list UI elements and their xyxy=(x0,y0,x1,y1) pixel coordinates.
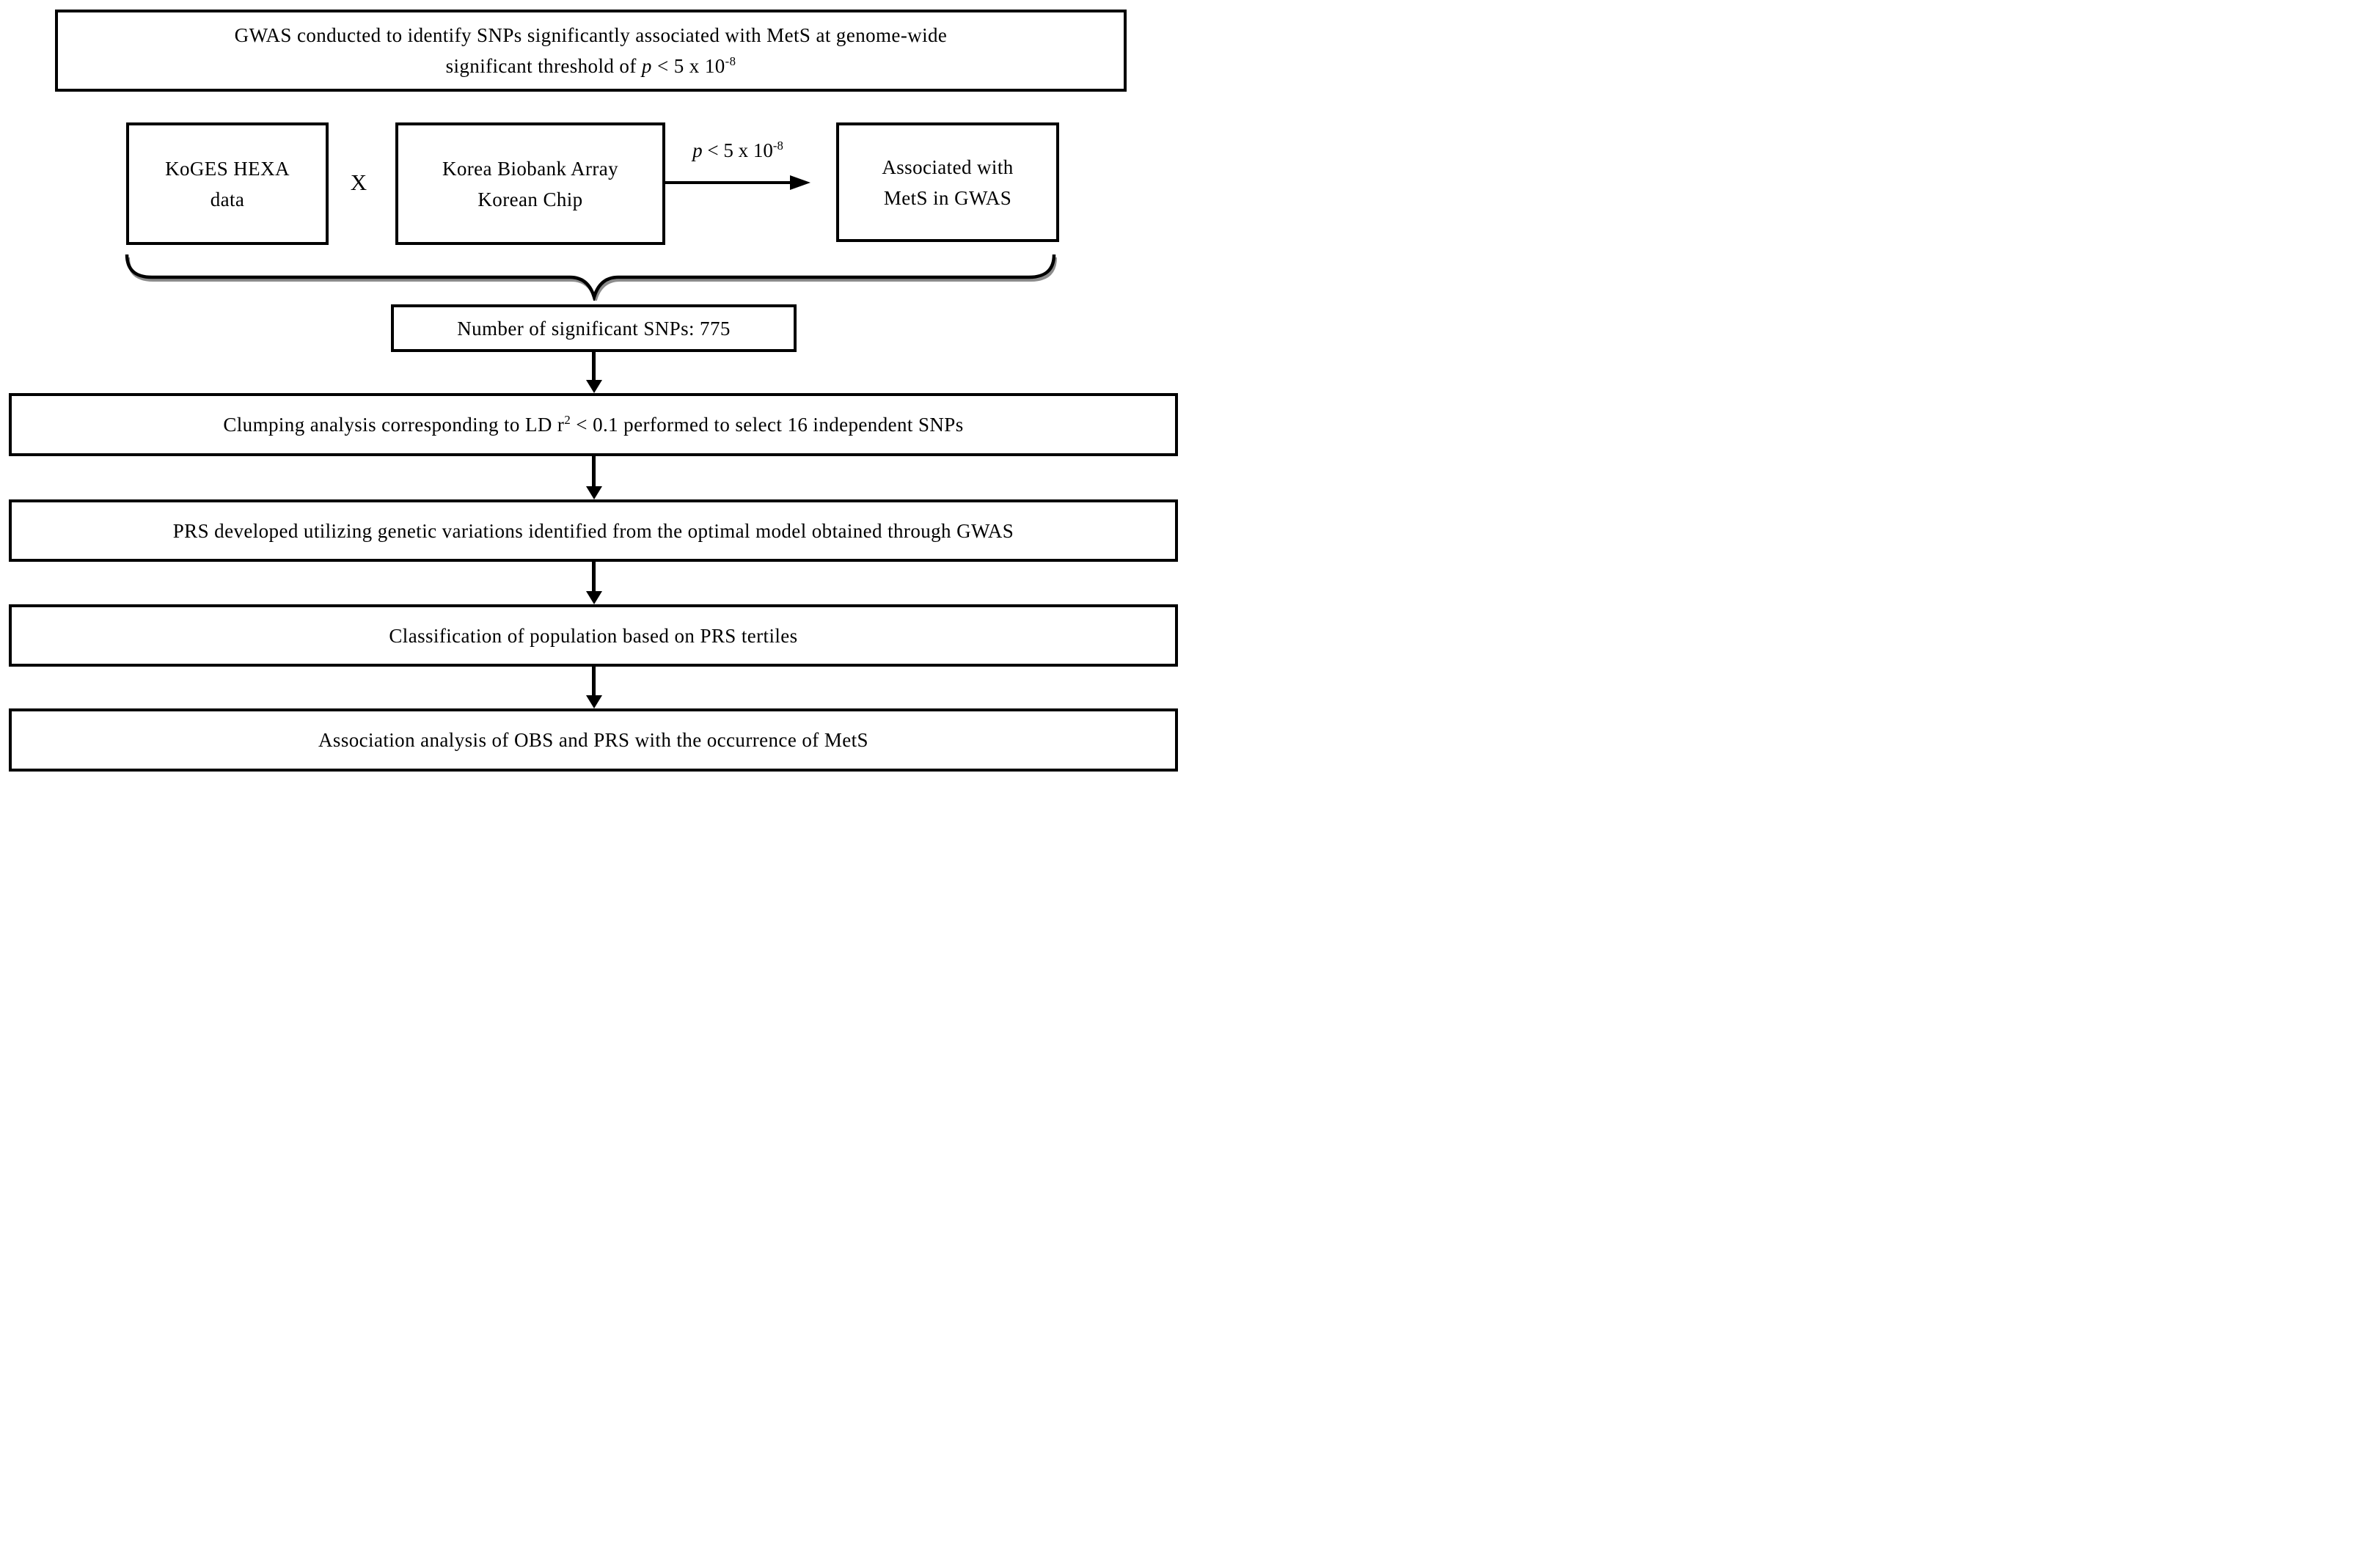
koges-hexa-box: KoGES HEXA data xyxy=(126,122,329,245)
korea-biobank-array-box: Korea Biobank Array Korean Chip xyxy=(395,122,665,245)
result-line1: Associated with xyxy=(882,155,1014,178)
prs-development-box: PRS developed utilizing genetic variatio… xyxy=(9,499,1178,562)
down-arrow-2-line xyxy=(592,456,596,486)
gwas-threshold-box: GWAS conducted to identify SNPs signific… xyxy=(55,10,1127,92)
cross-operator: X xyxy=(350,169,367,195)
brace-stroke xyxy=(125,254,1056,301)
associated-mets-box: Associated with MetS in GWAS xyxy=(836,122,1059,242)
down-arrow-1-head-icon xyxy=(586,380,602,393)
brace-shadow xyxy=(127,257,1057,301)
significant-snps-text: Number of significant SNPs: 775 xyxy=(457,317,731,340)
r-squared-exponent: 2 xyxy=(564,413,571,427)
down-arrow-2-head-icon xyxy=(586,486,602,499)
result-line2: MetS in GWAS xyxy=(883,186,1012,209)
prs-tertiles-text: Classification of population based on PR… xyxy=(389,624,798,647)
prs-development-text: PRS developed utilizing genetic variatio… xyxy=(172,519,1014,542)
pvalue-arrow-label: p < 5 x 10-8 xyxy=(692,139,783,161)
koges-line1: KoGES HEXA xyxy=(165,157,290,180)
gwas-threshold-line1: GWAS conducted to identify SNPs signific… xyxy=(234,24,948,46)
clumping-analysis-box: Clumping analysis corresponding to LD r2… xyxy=(9,393,1178,456)
brace xyxy=(125,254,1057,301)
right-arrow-line xyxy=(665,181,790,184)
down-arrow-3-line xyxy=(592,562,596,591)
down-arrow-3-head-icon xyxy=(586,591,602,604)
association-analysis-text: Association analysis of OBS and PRS with… xyxy=(318,729,868,751)
down-arrow-1-line xyxy=(592,352,596,380)
significant-snps-box: Number of significant SNPs: 775 xyxy=(391,304,797,352)
biobank-line1: Korea Biobank Array xyxy=(442,157,619,180)
exponent: -8 xyxy=(725,54,736,68)
biobank-line2: Korean Chip xyxy=(477,188,583,210)
down-arrow-4-head-icon xyxy=(586,695,602,708)
gwas-prs-flowchart: GWAS conducted to identify SNPs signific… xyxy=(0,0,1188,784)
prs-tertiles-box: Classification of population based on PR… xyxy=(9,604,1178,667)
association-analysis-box: Association analysis of OBS and PRS with… xyxy=(9,708,1178,772)
right-arrow-head-icon xyxy=(790,175,810,190)
p-italic: p xyxy=(641,55,652,77)
down-arrow-4-line xyxy=(592,667,596,695)
koges-line2: data xyxy=(210,188,245,210)
gwas-threshold-line2: significant threshold of p < 5 x 10-8 xyxy=(445,54,736,77)
